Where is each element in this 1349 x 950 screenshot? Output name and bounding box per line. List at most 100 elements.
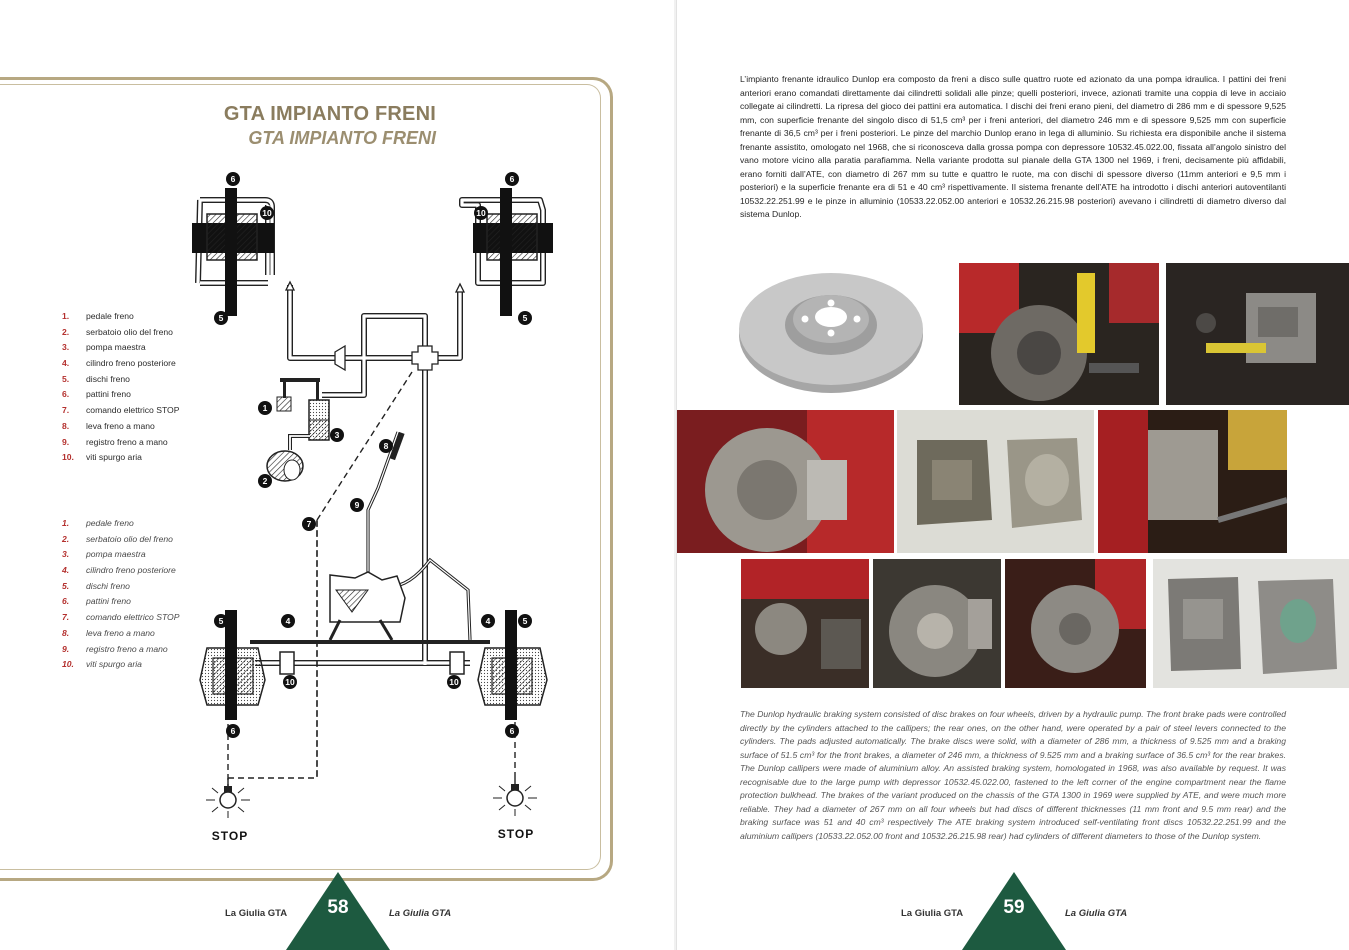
legend-label: leva freno a mano [86, 627, 155, 638]
photo-caliper-pair-dunlop [897, 410, 1094, 553]
legend-number: 10. [62, 659, 74, 670]
legend-item: 3. pompa maestra [62, 340, 179, 356]
legend-item: 6. pattini freno [62, 594, 179, 610]
diagram-callouts: 6 6 10 10 5 5 1 3 2 8 9 7 5 5 4 4 10 10 … [214, 172, 532, 738]
footer-page-marker [962, 872, 1066, 950]
legend-item: 9.registro freno a mano [62, 642, 179, 658]
legend-number: 4. [62, 565, 70, 576]
legend-number: 3. [62, 549, 70, 560]
page-number: 59 [1003, 897, 1025, 918]
callout-label: 10 [476, 208, 486, 218]
legend-label: pedale freno [86, 311, 134, 321]
legend-label: viti spurgo aria [86, 452, 142, 463]
body-text-italian: L’impianto frenante idraulico Dunlop era… [740, 74, 1286, 220]
legend-label: pattini freno [86, 389, 131, 400]
callout-label: 2 [263, 476, 268, 486]
photo-ventilated-disc-front [873, 559, 1001, 688]
legend-item: 7. comando elettrico STOP [62, 403, 179, 419]
photo-rear-hub-disc [1005, 559, 1146, 688]
legend-label: serbatoio olio del freno [86, 326, 173, 337]
page-title: GTA IMPIANTO FRENI [223, 103, 436, 125]
callout-label: 7 [307, 519, 312, 529]
legend-italian: 1.pedale freno 2.serbatoio olio del fren… [62, 309, 179, 466]
legend-label: pompa maestra [86, 549, 146, 560]
stop-lamp-right [493, 778, 537, 816]
callout-label: 4 [486, 616, 491, 626]
callout-label: 1 [263, 403, 268, 413]
legend-label: pompa maestra [86, 342, 146, 353]
footer-book-title-italic: La Giulia GTA [1065, 908, 1128, 919]
legend-label: leva freno a mano [86, 420, 155, 431]
legend-item: 7. comando elettrico STOP [62, 610, 179, 626]
legend-item: 5. dischi freno [62, 372, 179, 388]
legend-item: 5.dischi freno [62, 579, 179, 595]
left-page: GTA IMPIANTO FRENI GTA IMPIANTO FRENI 1.… [0, 0, 675, 950]
legend-item: 4. cilindro freno posteriore [62, 356, 179, 372]
legend-number: 6. [62, 389, 70, 400]
pedal-and-master-cylinder [266, 378, 330, 482]
photo-front-suspension [959, 263, 1159, 405]
stop-lamp-left [206, 778, 250, 818]
legend-label: cilindro freno posteriore [86, 565, 176, 576]
legend-label: cilindro freno posteriore [86, 358, 176, 369]
callout-label: 10 [285, 677, 295, 687]
photo-caliper-installed [1098, 410, 1287, 553]
callout-label: 3 [335, 430, 340, 440]
photo-brake-caliper-detail [1166, 263, 1349, 405]
legend-number: 4. [62, 358, 70, 369]
legend-number: 9. [62, 436, 70, 447]
callout-label: 10 [449, 677, 459, 687]
legend-number: 1. [62, 518, 70, 528]
legend-number: 8. [62, 420, 70, 431]
legend-number: 7. [62, 405, 70, 416]
legend-label: registro freno a mano [86, 436, 168, 447]
rear-left-wheel [199, 610, 295, 720]
legend-number: 6. [62, 596, 70, 607]
page-number: 58 [327, 897, 349, 918]
footer-page-marker [286, 872, 390, 950]
callout-label: 10 [262, 208, 272, 218]
legend-number: 5. [62, 580, 70, 591]
legend-number: 8. [62, 627, 70, 638]
callout-label: 5 [219, 616, 224, 626]
legend-item: 8. leva freno a mano [62, 419, 179, 435]
legend-item: 10.viti spurgo aria [62, 450, 179, 466]
legend-label: dischi freno [86, 373, 130, 384]
legend-number: 9. [62, 643, 70, 654]
stop-label-left: STOP [212, 829, 248, 843]
legend-label: pattini freno [86, 596, 131, 607]
legend-number: 2. [62, 533, 70, 544]
callout-label: 6 [231, 726, 236, 736]
body-text-english: The Dunlop hydraulic braking system cons… [740, 709, 1286, 841]
photo-rear-disc-caliper [677, 410, 894, 553]
callout-label: 6 [510, 726, 515, 736]
legend-number: 7. [62, 612, 70, 623]
footer-book-title: La Giulia GTA [901, 908, 964, 919]
legend-number: 2. [62, 326, 70, 337]
footer-book-title-italic: La Giulia GTA [389, 908, 452, 919]
rear-right-wheel [449, 610, 548, 720]
page-subtitle: GTA IMPIANTO FRENI [248, 128, 436, 148]
legend-item: 4. cilindro freno posteriore [62, 563, 179, 579]
callout-label: 5 [523, 313, 528, 323]
legend-label: pedale freno [86, 518, 134, 528]
callout-label: 4 [286, 616, 291, 626]
legend-item: 6. pattini freno [62, 387, 179, 403]
legend-label: comando elettrico STOP [86, 405, 180, 416]
legend-number: 3. [62, 342, 70, 353]
legend-number: 5. [62, 373, 70, 384]
page-frame-inner [0, 84, 601, 870]
legend-label: serbatoio olio del freno [86, 533, 173, 544]
callout-label: 8 [384, 441, 389, 451]
photo-caliper-pair-ate [1153, 559, 1349, 688]
callout-label: 9 [355, 500, 360, 510]
legend-label: comando elettrico STOP [86, 612, 180, 623]
legend-item: 3. pompa maestra [62, 547, 179, 563]
legend-item: 10.viti spurgo aria [62, 657, 179, 673]
footer-book-title: La Giulia GTA [225, 908, 288, 919]
floor-section [250, 571, 490, 644]
legend-item: 9. registro freno a mano [62, 435, 179, 451]
legend-item: 2. serbatoio olio del freno [62, 532, 179, 548]
legend-item: 8. leva freno a mano [62, 626, 179, 642]
stop-label-right: STOP [498, 827, 534, 841]
